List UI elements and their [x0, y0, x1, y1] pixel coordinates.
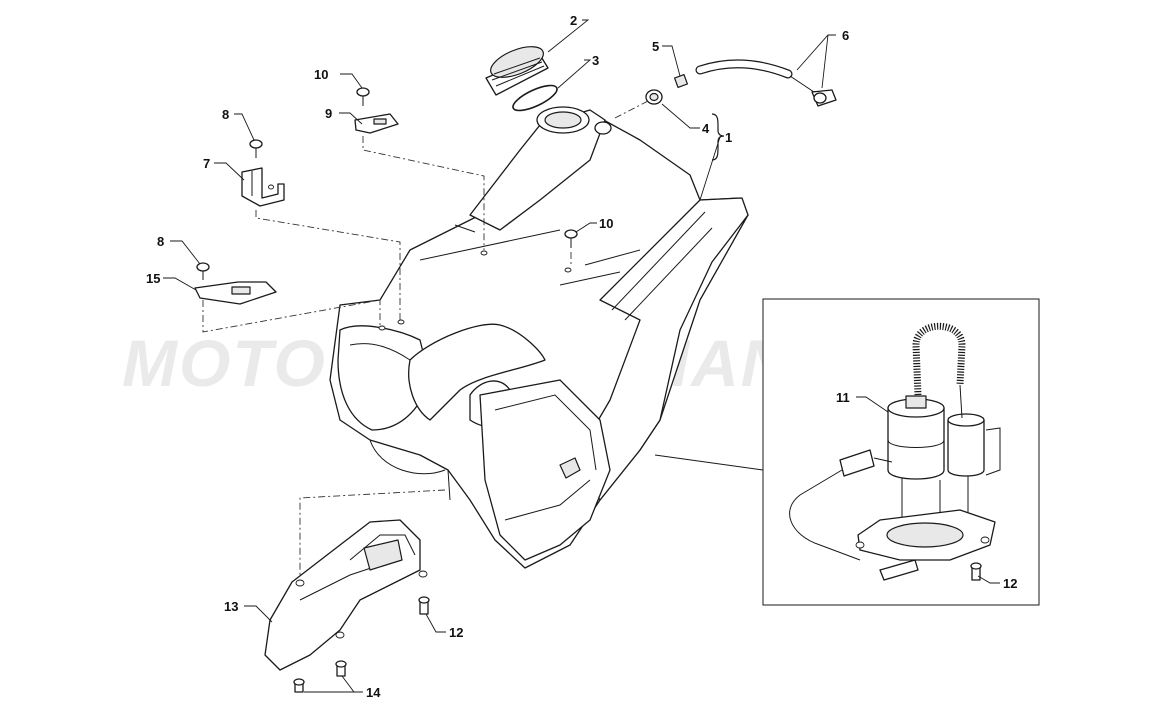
callout-8-upper: 8 — [222, 107, 229, 122]
inset-pointer — [654, 454, 764, 471]
grouping-brace — [711, 113, 725, 161]
callout-7: 7 — [203, 156, 210, 171]
bracket-plate — [194, 281, 277, 305]
callout-6: 6 — [842, 28, 849, 43]
vent-hose — [695, 59, 837, 107]
callout-11: 11 — [836, 390, 850, 405]
callout-10-tank: 10 — [599, 216, 613, 231]
clip-plate — [354, 113, 399, 134]
callout-14: 14 — [366, 685, 381, 700]
o-ring — [512, 84, 558, 112]
callout-12-pump: 12 — [1003, 576, 1017, 591]
fuel-pump-inset — [762, 298, 1040, 606]
callout-9: 9 — [325, 106, 332, 121]
fuel-pump — [887, 395, 945, 480]
callout-4: 4 — [702, 121, 710, 136]
screw-10-upper — [356, 87, 370, 106]
callout-12-guard: 12 — [449, 625, 463, 640]
screw-8-upper — [249, 139, 263, 158]
fuel-tank — [329, 106, 749, 569]
assembly-lines — [202, 99, 651, 580]
callout-1: 1 — [725, 130, 732, 145]
screw-12-pump — [970, 562, 982, 581]
mounting-bracket — [241, 167, 285, 207]
screw-14-a — [335, 660, 347, 677]
callout-labels: 1 2 3 4 5 6 7 8 8 9 10 10 11 12 12 13 14… — [146, 13, 1017, 700]
filler-cap — [485, 46, 549, 96]
callout-15: 15 — [146, 271, 160, 286]
tank-under-guard — [264, 519, 428, 671]
screw-8-lower — [196, 262, 210, 280]
leader-lines — [163, 19, 1000, 693]
callout-2: 2 — [570, 13, 577, 28]
callout-3: 3 — [592, 53, 599, 68]
screw-14-b — [293, 678, 305, 693]
callout-8-lower: 8 — [157, 234, 164, 249]
vent-fitting — [645, 89, 663, 105]
screw-10-tank — [564, 229, 578, 248]
screw-12-guard — [418, 596, 430, 615]
callout-5: 5 — [652, 39, 659, 54]
callout-13: 13 — [224, 599, 238, 614]
callout-10-upper: 10 — [314, 67, 328, 82]
hose-clamp — [673, 73, 689, 89]
